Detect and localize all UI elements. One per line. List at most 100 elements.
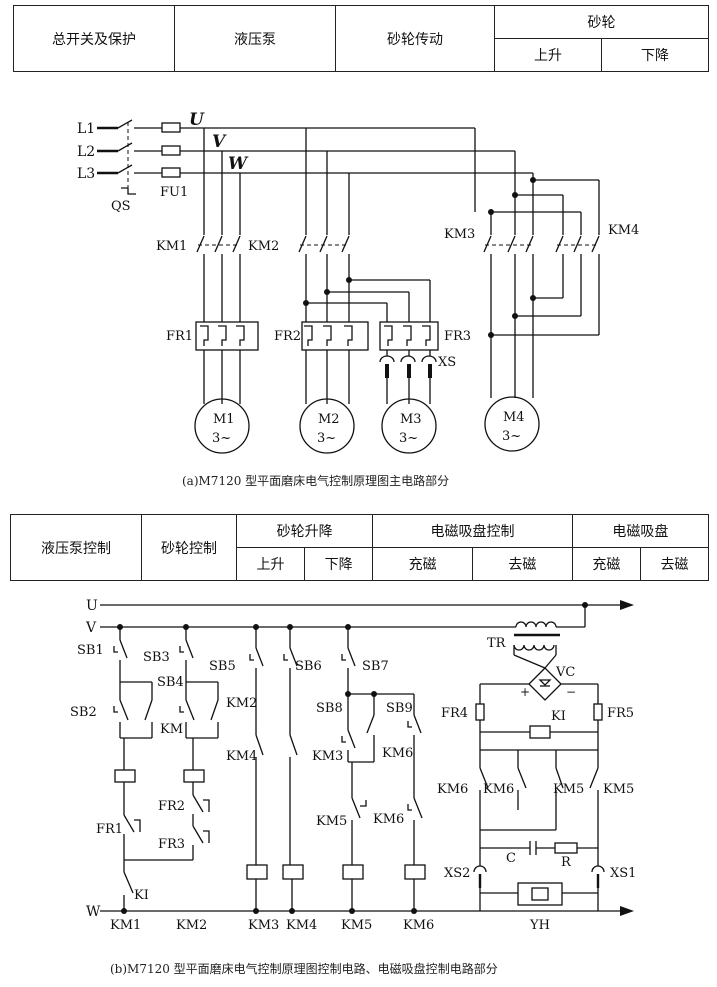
bottom-label-km2: KM2 [176,918,207,933]
phase-mark-v: V [212,132,227,152]
top-col-main-switch: 总开关及保护 [13,5,175,72]
motor-m1: M1 3~ [194,398,250,454]
phase-l3-label: L3 [77,166,95,182]
r-label: R [561,855,572,870]
bottom-label-km3: KM3 [248,918,279,933]
xs2-label: XS2 [444,866,470,881]
m1-name: M1 [213,412,235,427]
xs1-label: XS1 [610,866,636,881]
motor-m3: M3 3~ [381,398,437,454]
top-col-pump: 液压泵 [174,5,336,72]
minus-label: − [566,685,576,699]
fr3-label: FR3 [444,329,471,344]
wheel-control-column [124,624,219,861]
bot-col-lift: 砂轮升降 [235,514,374,548]
top-function-table: 总开关及保护 液压泵 砂轮传动 砂轮 上升 下降 [13,5,709,72]
fr2-ctrl-label: FR2 [158,799,185,814]
bottom-function-table: 液压泵控制 砂轮控制 砂轮升降 电磁吸盘控制 电磁吸盘 上升 下降 充磁 去磁 … [10,514,710,581]
motor-m2: M2 3~ [299,398,355,454]
km5-ctrl-label: KM5 [316,814,347,829]
km3-label: KM3 [444,227,475,242]
bot-col-wheel-control: 砂轮控制 [141,514,237,581]
motor-m4: M4 3~ [484,396,540,452]
rail-u-label: U [86,598,98,614]
phase-mark-u: U [189,110,205,130]
km2-contacts [298,235,350,322]
km4-ctrl-label: KM4 [226,749,257,764]
km3-km4-reversing-contacts [483,177,600,398]
bot-col-chuck-charge: 充磁 [571,547,641,581]
bot-col-lift-up: 上升 [235,547,306,581]
sb6-label: SB6 [295,659,322,674]
bot-col-chuck: 电磁吸盘 [571,514,710,548]
caption-control-circuit: (b)M7120 型平面磨床电气控制原理图控制电路、电磁吸盘控制电路部分 [110,962,498,976]
fr2-thermal-relay [301,321,369,404]
km6c-label: KM6 [437,782,468,797]
chuck-power-circuit [473,605,605,911]
qs-label: QS [111,199,131,214]
sb8-label: SB8 [316,701,343,716]
ki-label: KI [134,888,149,903]
m2-name: M2 [318,412,340,427]
phase-l2-label: L2 [77,144,95,160]
bot-col-chuck-demag: 去磁 [639,547,710,581]
m4-phase: 3~ [502,429,521,444]
sb9-label: SB9 [386,701,413,716]
top-col-wheel-down: 下降 [601,38,709,72]
fr2-label: FR2 [274,329,301,344]
vc-label: VC [555,665,575,680]
phase-l1-label: L1 [77,121,95,137]
main-circuit-diagram: L1 L2 L3 QS FU1 U V W [77,110,639,454]
bottom-label-km1: KM1 [110,918,141,933]
fr1-ctrl-label: FR1 [96,822,123,837]
fu1-fuses [161,122,181,178]
km2-label: KM2 [248,239,279,254]
supply-rails [100,600,634,916]
sb1-label: SB1 [77,643,104,658]
phase-mark-w: W [228,154,249,174]
km6-ctrl-label: KM6 [382,746,413,761]
km1-contacts [196,235,241,322]
caption-main-circuit: (a)M7120 型平面磨床电气控制原理图主电路部分 [182,474,450,488]
pump-control-column [113,624,153,914]
xs-plugs [379,350,437,404]
fr4-label: FR4 [441,706,468,721]
bot-col-lift-down: 下降 [304,547,374,581]
plus-label: + [520,685,530,699]
km6d-label: KM6 [483,782,514,797]
m3-phase: 3~ [399,431,418,446]
bottom-label-km4: KM4 [286,918,317,933]
sb3-label: SB3 [143,650,170,665]
sb4-label: SB4 [157,675,184,690]
c-label: C [506,851,516,866]
bot-col-chuck-ctrl-charge: 充磁 [372,547,473,581]
xs-label: XS [438,355,456,370]
fr3-ctrl-label: FR3 [158,837,185,852]
bottom-label-km6: KM6 [403,918,434,933]
bot-col-chuck-control: 电磁吸盘控制 [372,514,573,548]
km-label: KM [160,722,183,737]
rail-w-label: W [86,904,101,920]
fr3-thermal-relay [379,321,439,351]
rail-v-label: V [85,620,97,636]
fr1-thermal-relay [195,321,259,404]
km6b-ctrl-label: KM6 [373,812,404,827]
fr5-label: FR5 [607,706,634,721]
tr-label: TR [487,636,507,651]
bottom-label-km5: KM5 [341,918,372,933]
km1-label: KM1 [156,239,187,254]
m2-phase: 3~ [317,431,336,446]
km2-ctrl-label: KM2 [226,696,257,711]
bot-col-pump-control: 液压泵控制 [10,514,142,581]
bot-col-chuck-ctrl-demag: 去磁 [471,547,573,581]
m4-name: M4 [503,410,525,425]
m1-phase: 3~ [212,431,231,446]
sb7-label: SB7 [362,659,389,674]
fu1-label: FU1 [160,185,188,200]
km4-label: KM4 [608,223,639,238]
km3-ctrl-label: KM3 [312,749,343,764]
fr1-label: FR1 [166,329,193,344]
bottom-label-yh: YH [529,918,550,933]
top-col-wheel: 砂轮 [494,5,709,39]
km5d-label: KM5 [603,782,634,797]
